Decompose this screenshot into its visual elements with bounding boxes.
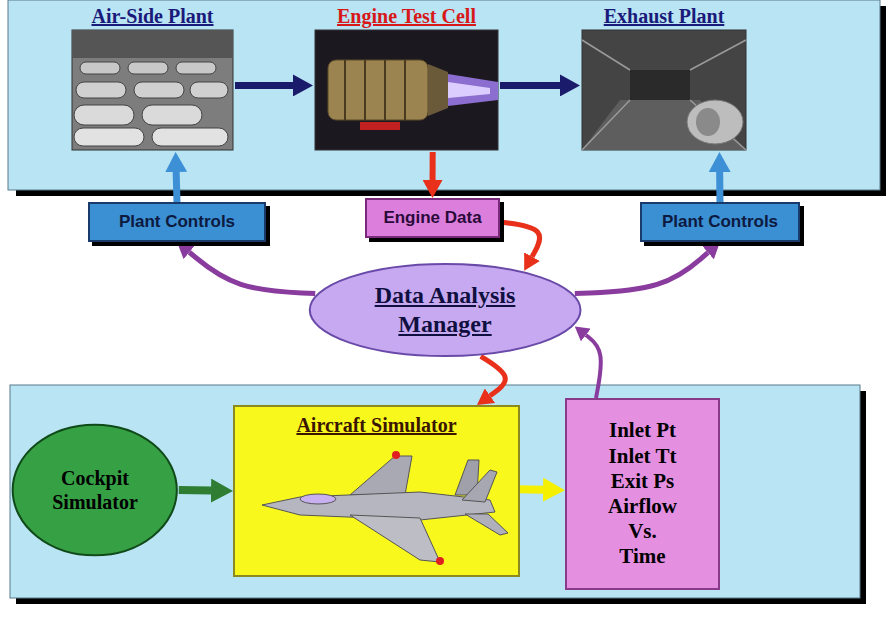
flow-arrow [500,222,540,257]
node-label: Plant Controls [119,212,235,232]
node-label: Engine Test Cell [337,4,476,28]
node-label: Exhaust Plant [604,4,725,28]
node-label: Cockpit Simulator [40,466,150,514]
node-label: Time [619,544,665,569]
flow-arrow [520,485,543,493]
flow-arrow [500,82,560,89]
cockpit-circle: Cockpit Simulator [11,422,179,558]
plant-image-box: Engine Test Cell [313,4,500,152]
data-box: Engine Data [365,198,500,238]
ellipse-shape [11,422,179,558]
facility-panel [8,0,880,190]
simulator-box: Aircraft Simulator [233,405,520,577]
node-label: Air-Side Plant [91,4,213,28]
flow-arrow [189,252,315,293]
air-side-plant-photo [72,30,233,150]
plant-image-box: Exhaust Plant [580,4,748,152]
node-label: Vs. [628,519,657,544]
plant-image-box: Air-Side Plant [70,4,235,152]
control-box: Plant Controls [640,202,800,242]
ellipse-shape [307,262,583,358]
node-label: Aircraft Simulator [296,413,456,437]
node-label: Exit Ps [611,469,675,494]
simulation-panel [10,385,860,598]
exhaust-plant-photo [582,30,746,150]
flow-arrow [173,172,181,202]
manager-ellipse: Data Analysis Manager [307,262,583,358]
flow-arrow [586,335,601,398]
node-label: Inlet Pt [609,418,676,443]
flow-arrow [575,253,708,294]
node-label: Engine Data [383,208,481,228]
parameter-box: Inlet PtInlet TtExit PsAirflowVs.Time [565,398,720,590]
jet-illustration [262,451,508,565]
flow-arrow [430,152,436,180]
flow-arrow [716,172,723,202]
flow-arrow [235,82,293,89]
engine-test-cell-photo [315,30,498,150]
flow-arrow [179,486,211,495]
ellipse-outline [310,264,581,356]
node-label: Inlet Tt [609,444,677,469]
control-box: Plant Controls [88,202,266,242]
node-label: Data Analysis Manager [353,281,538,339]
node-label: Plant Controls [662,212,778,232]
ellipse-outline [13,425,177,556]
flow-arrow [481,356,506,395]
node-label: Airflow [608,494,677,519]
